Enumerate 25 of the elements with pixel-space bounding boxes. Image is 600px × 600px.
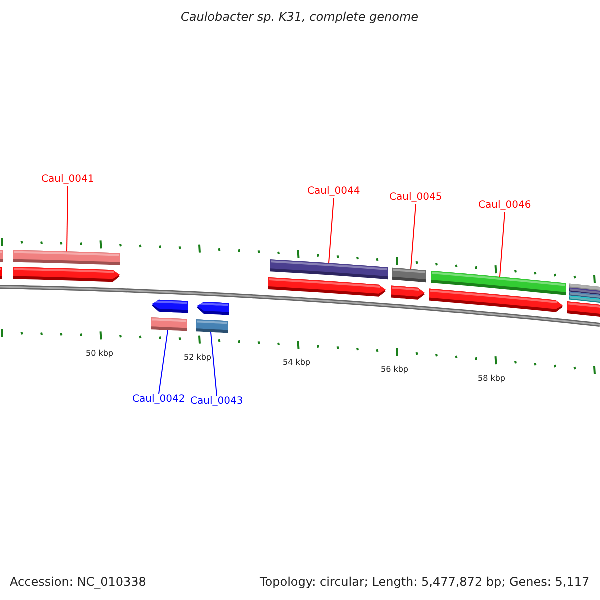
leader-line	[210, 332, 218, 396]
gene-label: Caul_0042	[132, 394, 186, 406]
gene-label: Caul_0041	[42, 174, 94, 186]
leader-line	[158, 330, 168, 394]
gene-label: Caul_0043	[190, 396, 244, 408]
gene-label: Caul_0044	[308, 186, 360, 198]
gene-bar	[13, 250, 120, 266]
gene-label: Caul_0045	[390, 192, 442, 204]
scale-label: 58 kbp	[478, 374, 506, 384]
accession-text: Accession: NC_010338	[10, 575, 146, 590]
genome-summary-text: Topology: circular; Length: 5,477,872 bp; Genes: 5,117	[260, 575, 590, 590]
gene-bar	[392, 268, 426, 283]
scale-label: 56 kbp	[381, 365, 409, 375]
leader-line	[410, 204, 416, 270]
scale-label: 54 kbp	[283, 358, 311, 368]
leader-line	[500, 212, 506, 278]
gene-bar	[196, 320, 228, 334]
leader-line	[328, 198, 334, 264]
gene-bar	[431, 271, 566, 296]
map-title: Caulobacter sp. K31, complete genome	[181, 10, 419, 24]
scale-label: 50 kbp	[86, 349, 114, 359]
gene-label: Caul_0046	[478, 200, 532, 212]
scale-label: 52 kbp	[184, 353, 212, 363]
gene-bar	[151, 318, 187, 332]
gene-bar	[270, 260, 388, 280]
